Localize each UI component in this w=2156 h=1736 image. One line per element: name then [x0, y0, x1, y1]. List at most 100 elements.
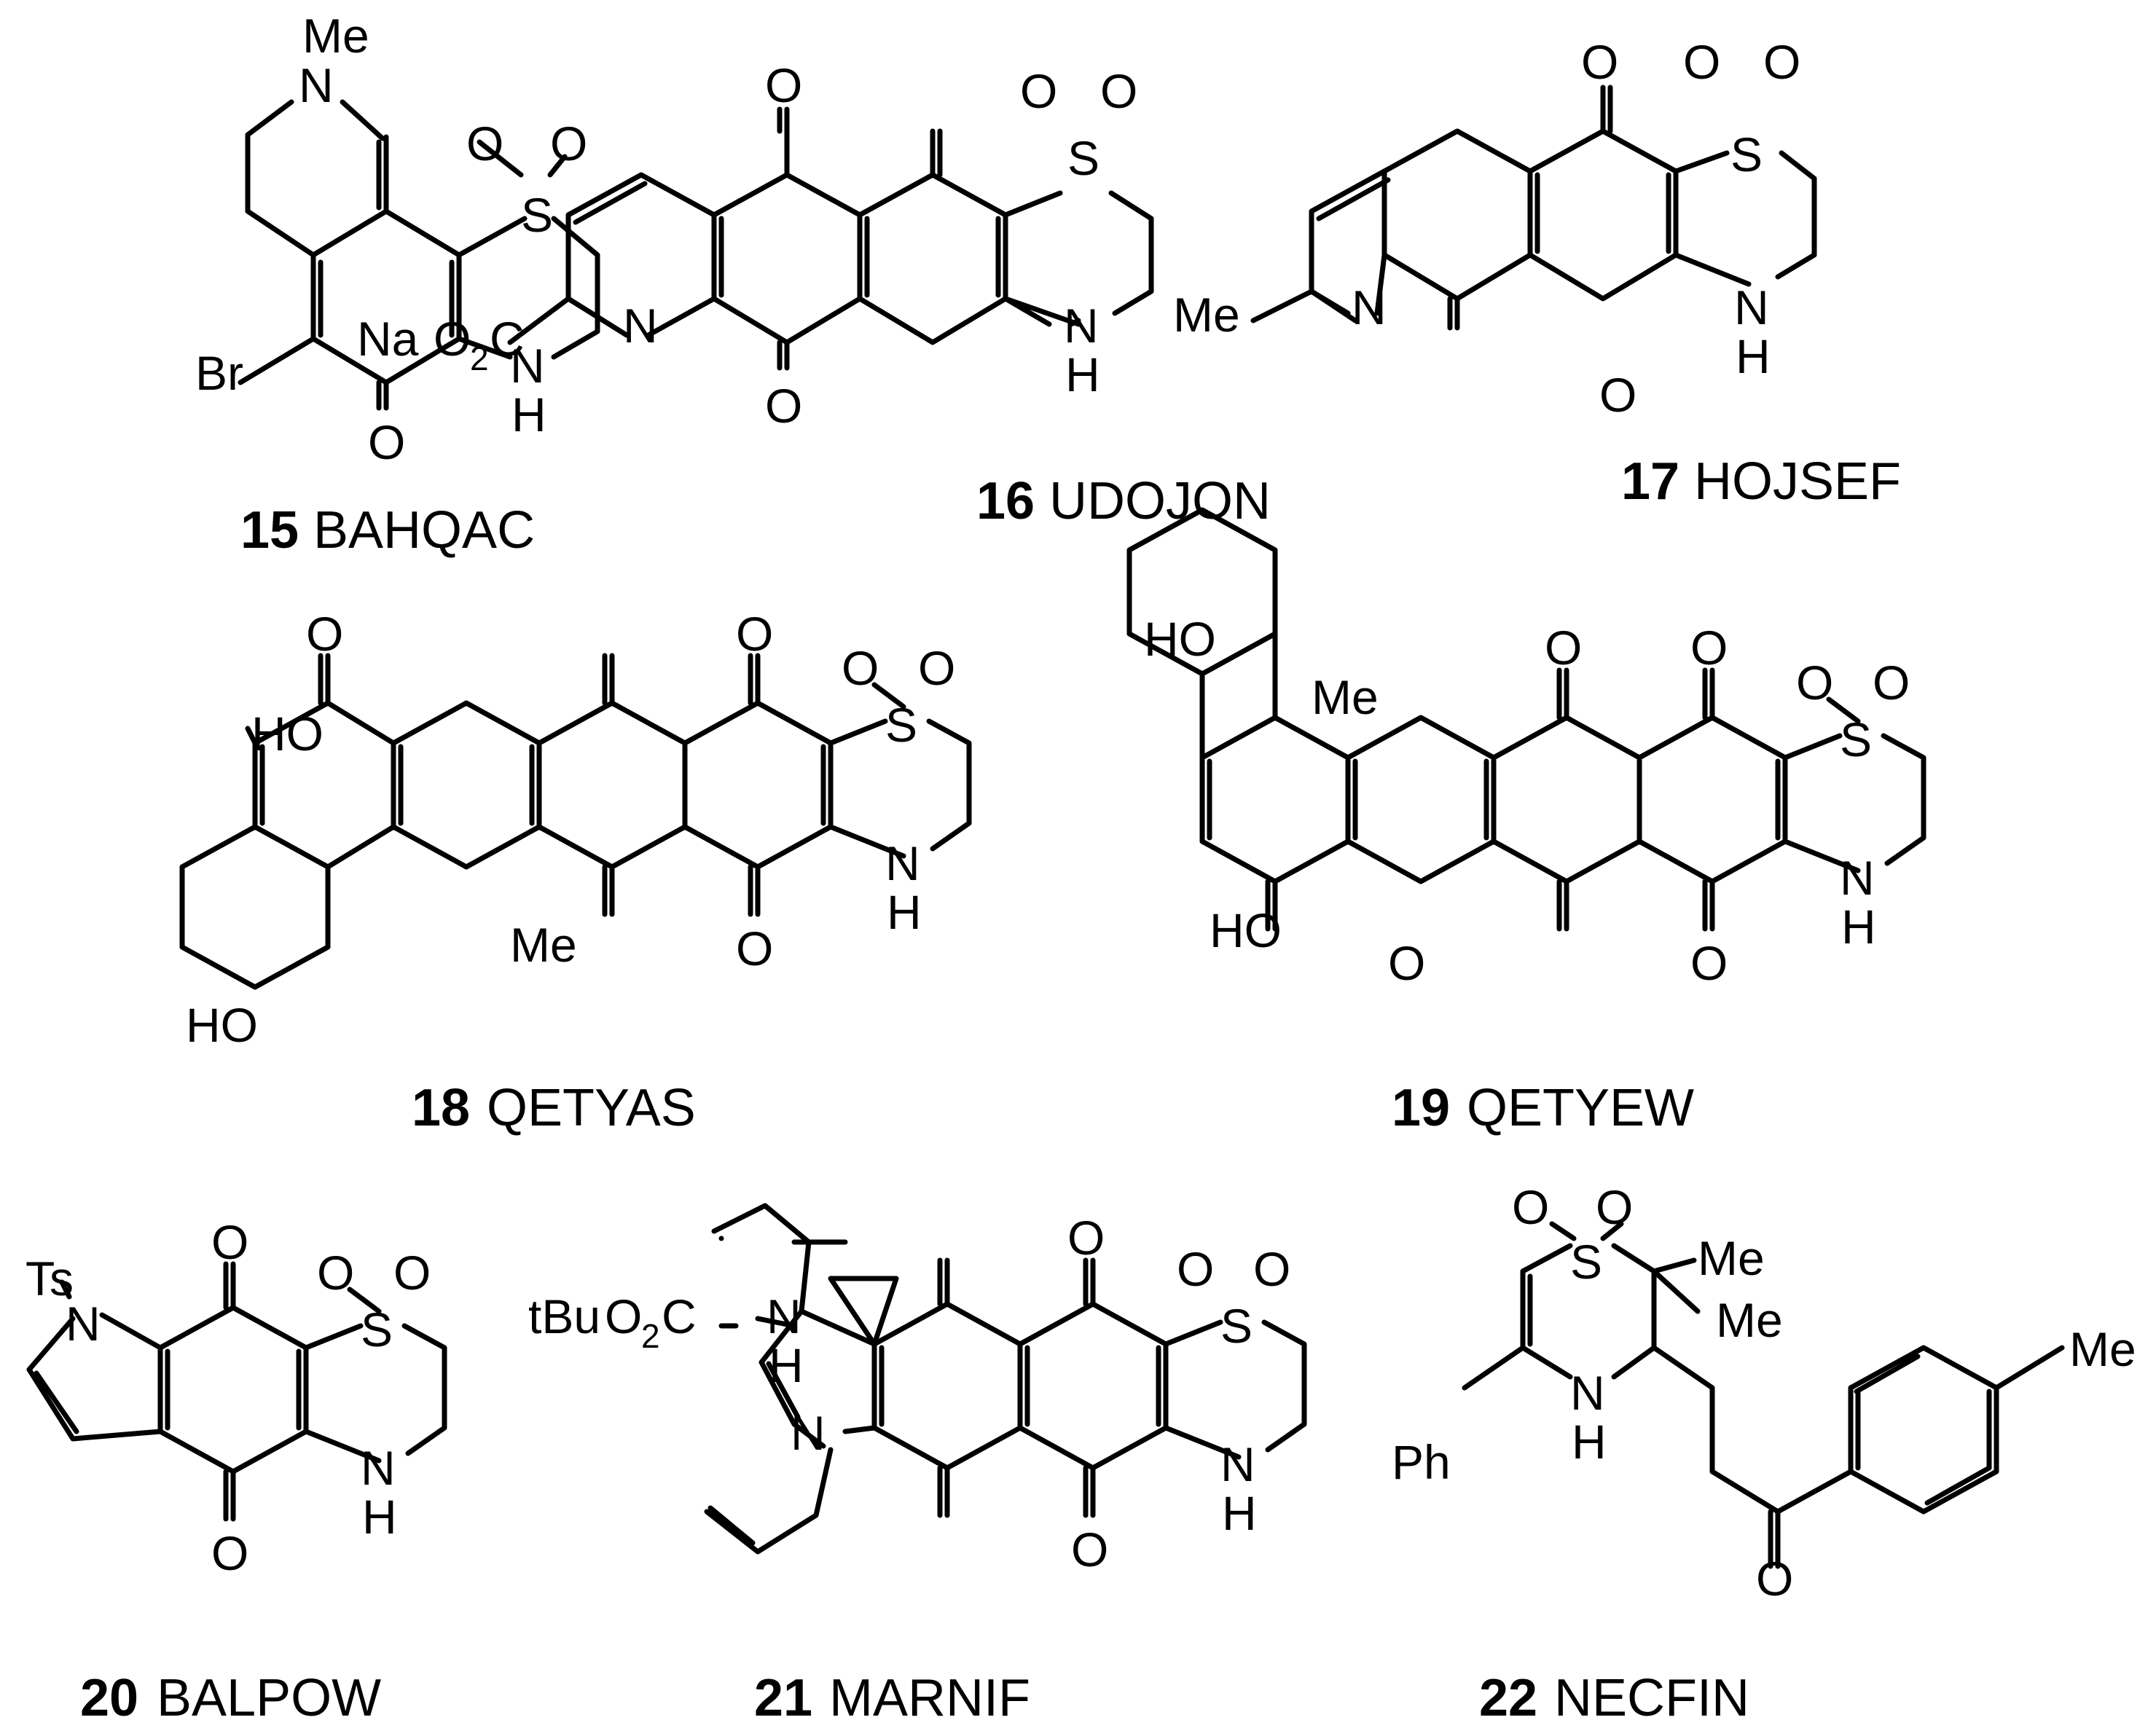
atom-O: O	[1683, 35, 1720, 89]
atom-O: O	[1599, 368, 1636, 422]
atom-H: H	[1736, 329, 1771, 383]
atom-H: H	[362, 1490, 397, 1544]
atom-O: O	[1512, 1180, 1549, 1234]
atom-O: O	[1756, 1552, 1793, 1606]
atom-N: N	[66, 1297, 101, 1351]
carbamate-link-21	[718, 1316, 797, 1329]
structure-22: O O S Me Me Me Ph N H O 22 NECFIN	[1392, 1180, 2136, 1727]
atom-O: O	[1253, 1242, 1290, 1296]
compound-number: 19	[1392, 1079, 1450, 1137]
atom-O: O	[765, 379, 802, 433]
atom-O: O	[1873, 656, 1910, 710]
structure-17: O O O S N H O N Me 17 HOJSEF	[1173, 35, 1901, 511]
atom-O: O	[1690, 936, 1728, 990]
bonds-20	[26, 1261, 447, 1522]
atom-N: N	[299, 58, 334, 112]
bonds-16	[507, 106, 1154, 371]
atom-H: H	[1572, 1415, 1607, 1469]
atom-O: O	[1596, 1180, 1633, 1234]
atom-Ph: Ph	[1392, 1435, 1451, 1489]
bonds-17	[1250, 85, 1817, 331]
atom-O: O	[211, 1215, 248, 1269]
structure-21: N tBu O 2 C N H O O O S N H O 21 MARNIF	[528, 1203, 1307, 1727]
compound-code: BAHQAC	[313, 501, 535, 559]
compound-number: 18	[412, 1079, 470, 1137]
atom-N: N	[767, 1289, 801, 1343]
compound-number: 15	[240, 501, 299, 559]
atom-N: N	[885, 836, 920, 890]
structure-16: O O O S N H O N N Na O 2 C 16 UDOJON	[357, 58, 1271, 530]
compound-code: NECFIN	[1554, 1669, 1749, 1727]
atom-HO: HO	[251, 707, 324, 761]
atom-HO: HO	[1210, 903, 1282, 957]
structure-19: HO HO Me O O O O S N H O O HO 19 QETYEW	[1126, 507, 1926, 1137]
atom-S: S	[1840, 712, 1872, 766]
structure-20: Ts N O O O S N H O 20 BALPOW	[26, 1215, 447, 1727]
bonds-15	[238, 99, 600, 411]
compound-code: HOJSEF	[1694, 452, 1901, 511]
atom-N: N	[361, 1441, 396, 1495]
atom-O: O	[765, 58, 802, 112]
atom-C: C	[490, 312, 525, 366]
atom-Me: Me	[2069, 1322, 2136, 1376]
atom-S: S	[885, 698, 917, 752]
compound-code: MARNIF	[829, 1669, 1030, 1727]
atom-O: O	[1071, 1523, 1108, 1576]
atom-N: N	[1734, 280, 1769, 334]
bonds-18	[179, 653, 972, 990]
atom-tBu: tBu	[528, 1289, 600, 1343]
subscript-2: 2	[470, 339, 489, 377]
atom-Br: Br	[195, 346, 243, 400]
atom-N: N	[1064, 299, 1099, 353]
atom-O: O	[1100, 64, 1137, 118]
atom-N: N	[1220, 1437, 1255, 1491]
compound-code: QETYAS	[487, 1079, 696, 1137]
atom-Ts: Ts	[26, 1252, 74, 1305]
atom-O: O	[918, 641, 955, 695]
atom-O: O	[1581, 35, 1618, 89]
compound-code: UDOJON	[1049, 472, 1271, 530]
atom-O: O	[1020, 64, 1057, 118]
atom-O: O	[306, 607, 343, 661]
bonds-19	[1126, 507, 1926, 932]
atom-O: O	[434, 312, 471, 366]
atom-N: N	[1840, 851, 1875, 905]
atom-O: O	[736, 607, 773, 661]
atom-HO: HO	[1144, 612, 1216, 666]
atom-H: H	[1222, 1486, 1257, 1540]
atom-HO: HO	[186, 998, 258, 1052]
atom-Me: Me	[510, 918, 577, 972]
atom-O: O	[842, 641, 879, 695]
atom-O: O	[1388, 936, 1425, 990]
atom-S: S	[1220, 1299, 1253, 1353]
atom-O: O	[466, 117, 503, 170]
compound-number: 22	[1479, 1669, 1537, 1727]
atom-Me: Me	[1312, 670, 1379, 724]
compound-number: 21	[754, 1669, 812, 1727]
atom-N: N	[1570, 1366, 1605, 1420]
atom-Me: Me	[302, 9, 369, 63]
compound-number: 16	[976, 472, 1035, 530]
atom-O: O	[317, 1246, 354, 1300]
atom-O: O	[605, 1289, 642, 1343]
atom-S: S	[361, 1303, 393, 1356]
atom-O: O	[1067, 1211, 1105, 1265]
atom-N: N	[791, 1406, 826, 1460]
bonds-22	[1462, 1221, 2065, 1569]
atom-H: H	[1841, 900, 1876, 954]
atom-O: O	[1796, 656, 1833, 710]
atom-O: O	[736, 922, 773, 975]
atom-Me: Me	[1698, 1231, 1765, 1285]
atom-N: N	[510, 339, 545, 393]
atom-O: O	[368, 415, 405, 469]
atom-O: O	[1545, 621, 1582, 675]
atom-Na: Na	[357, 312, 419, 366]
atom-O: O	[1763, 35, 1800, 89]
atom-C: C	[662, 1289, 697, 1343]
structure-15: N Me O O S N H Br O 15 BAHQAC	[195, 9, 600, 559]
atom-H: H	[511, 388, 546, 441]
atom-Me: Me	[1173, 288, 1240, 342]
atom-O: O	[211, 1526, 248, 1580]
atom-O: O	[550, 117, 587, 170]
